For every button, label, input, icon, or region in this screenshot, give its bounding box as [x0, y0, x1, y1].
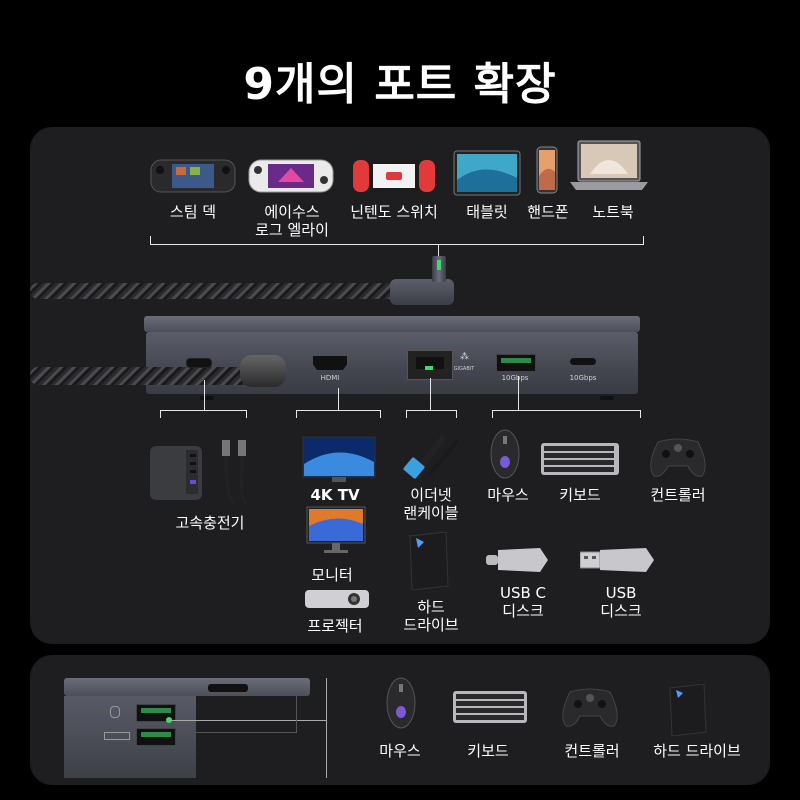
bracket-usb: [492, 410, 640, 411]
bottom-keyboard-label: 키보드: [467, 742, 509, 760]
hub-side-body: [64, 696, 196, 778]
steam-deck-icon: [150, 158, 236, 194]
keyboard-icon: [540, 442, 620, 476]
device-label-tablet: 태블릿: [466, 203, 508, 221]
device-label-steam-deck: 스팀 덱: [169, 203, 217, 221]
charger-label: 고속충전기: [175, 514, 245, 532]
hub-side-top: [64, 678, 310, 696]
page-title: 9개의 포트 확장: [243, 59, 557, 110]
tv-label: 4K TV: [310, 486, 360, 504]
bracket-tick: [643, 236, 644, 245]
bracket-charger: [160, 410, 246, 411]
projector-icon: [304, 588, 370, 610]
hub-cable: [30, 367, 280, 385]
device-label-laptop: 노트북: [592, 203, 634, 221]
mouse-icon: [488, 428, 522, 480]
rog-ally-icon: [248, 158, 334, 194]
network-icon: ⁂: [460, 352, 469, 362]
hdmi-port: [313, 356, 347, 370]
bracket-tick: [150, 236, 151, 245]
hdmi-port-label: HDMI: [320, 374, 340, 382]
keyboard-port-icon: [104, 732, 130, 740]
charger-icon: [146, 440, 256, 504]
hub-cable-plug: [240, 355, 286, 387]
keyboard-label: 키보드: [559, 486, 601, 504]
bracket-ethernet: [406, 410, 456, 411]
connector-led: [437, 260, 441, 270]
laptop-icon: [570, 140, 648, 192]
mouse-label: 마우스: [487, 486, 529, 504]
ethernet-port: [407, 350, 453, 380]
monitor-icon: [306, 506, 366, 554]
usba-port-label: 10Gbps: [501, 374, 529, 382]
mouse-icon: [384, 676, 418, 730]
top-bracket: [150, 244, 644, 245]
device-label-phone: 핸드폰: [527, 203, 569, 221]
phone-icon: [536, 146, 558, 194]
nintendo-switch-icon: [352, 158, 436, 194]
usbc-disk-icon: [486, 546, 550, 574]
controller-icon: [560, 686, 620, 728]
usb-disk-icon: [579, 546, 656, 574]
hub-top: [144, 316, 640, 332]
usba-port: [496, 354, 536, 372]
connector-line: [170, 720, 326, 721]
bottom-controller-label: 컨트롤러: [564, 742, 620, 760]
tv-icon: [302, 436, 376, 482]
mouse-port-icon: [110, 706, 120, 718]
usb-c-cable: [30, 283, 415, 299]
cable-connector: [390, 279, 454, 305]
controller-label: 컨트롤러: [650, 486, 706, 504]
ethernet-cable-icon: [402, 430, 460, 480]
bracket-stem: [438, 244, 439, 258]
ethernet-port-label: GIGABIT: [453, 366, 475, 372]
usbc-port-label: 10Gbps: [569, 374, 597, 382]
port-connector-dot: [166, 717, 172, 723]
tablet-icon: [453, 150, 521, 196]
bottom-hard-drive-label: 하드 드라이브: [653, 742, 741, 760]
bottom-mouse-label: 마우스: [379, 742, 421, 760]
usb-disk-label: USB 디스크: [600, 584, 642, 620]
projector-label: 프로젝터: [307, 617, 363, 635]
connector-bracket: [326, 678, 327, 778]
keyboard-icon: [452, 690, 528, 724]
ethernet-led: [425, 366, 433, 370]
hard-drive-icon: [668, 683, 708, 737]
monitor-label: 모니터: [311, 566, 353, 584]
usbc-port-power: [186, 358, 212, 368]
hard-drive-label: 하드 드라이브: [403, 598, 459, 634]
controller-icon: [648, 436, 708, 478]
bracket-display: [296, 410, 380, 411]
device-label-rog-ally: 에이수스 로그 엘라이: [255, 203, 329, 239]
usbc-disk-label: USB C 디스크: [499, 584, 547, 620]
hard-drive-icon: [408, 531, 450, 591]
usba-port-2: [136, 728, 176, 746]
ethernet-cable-label: 이더넷 랜케이블: [403, 486, 459, 522]
usbc-port: [570, 358, 596, 365]
device-label-switch: 닌텐도 스위치: [350, 203, 438, 221]
